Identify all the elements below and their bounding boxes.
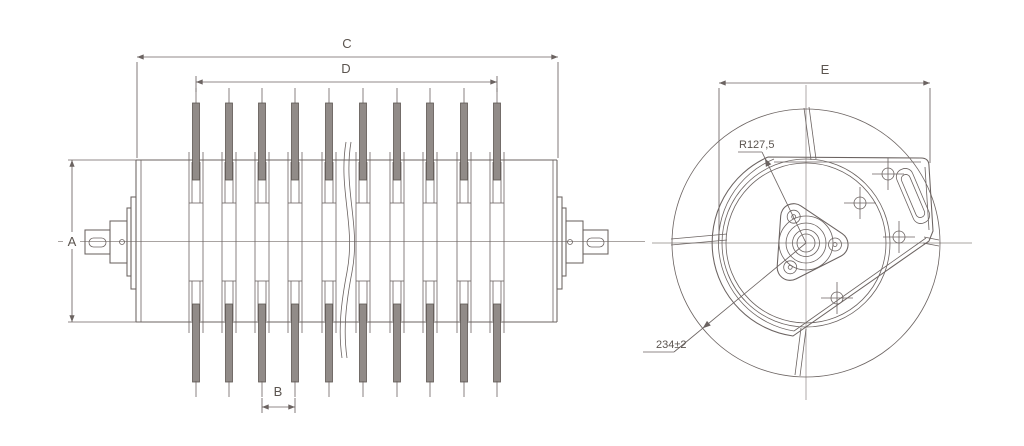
dimension-a: A xyxy=(63,159,136,323)
offset-label: 234±2 xyxy=(656,339,687,351)
dimension-d: D xyxy=(195,61,498,92)
blade-station xyxy=(287,87,303,398)
blade-station xyxy=(456,87,472,398)
break-lines xyxy=(339,141,355,359)
dimension-c: C xyxy=(136,36,559,158)
right-shaft-assembly xyxy=(556,196,609,290)
blade-station xyxy=(221,87,237,398)
blade-station xyxy=(355,87,371,398)
cutting-circle xyxy=(671,108,941,378)
housing-plate xyxy=(711,156,934,337)
mounting-hole xyxy=(883,221,915,253)
mounting-hole xyxy=(872,158,904,190)
blade-station xyxy=(321,87,337,398)
right-keyway xyxy=(586,237,605,248)
offset-leader: 234±2 xyxy=(643,242,807,353)
blade-station xyxy=(389,87,405,398)
dimension-e: E xyxy=(718,62,931,240)
dim-e-label: E xyxy=(821,62,830,77)
left-shaft-assembly xyxy=(84,196,137,290)
end-view-blades xyxy=(670,106,940,377)
bearing-flange xyxy=(776,203,849,281)
dim-c-label: C xyxy=(342,36,351,51)
left-center-hole xyxy=(119,239,125,245)
flange-bolt xyxy=(783,260,798,275)
blade-station xyxy=(489,87,505,398)
hub-assembly xyxy=(776,203,849,281)
radius-leader: R127,5 xyxy=(738,139,807,244)
handle-slot xyxy=(895,168,931,224)
flange-bolt xyxy=(828,237,842,252)
blade-station xyxy=(254,87,270,398)
flange-bolt xyxy=(786,209,801,224)
end-view: R127,5 234±2 E xyxy=(643,62,972,400)
radius-label: R127,5 xyxy=(739,139,774,151)
side-view: A C D B xyxy=(58,36,645,413)
left-keyway xyxy=(88,237,107,248)
dim-a-label: A xyxy=(68,234,77,249)
dimension-b: B xyxy=(261,384,296,413)
dim-d-label: D xyxy=(341,61,350,76)
mounting-hole xyxy=(821,282,853,314)
blade-station xyxy=(188,87,204,398)
drum-body xyxy=(135,159,558,323)
mounting-hole xyxy=(844,187,876,219)
right-center-hole xyxy=(567,239,573,245)
blade-station xyxy=(422,87,438,398)
dim-b-label: B xyxy=(274,384,283,399)
